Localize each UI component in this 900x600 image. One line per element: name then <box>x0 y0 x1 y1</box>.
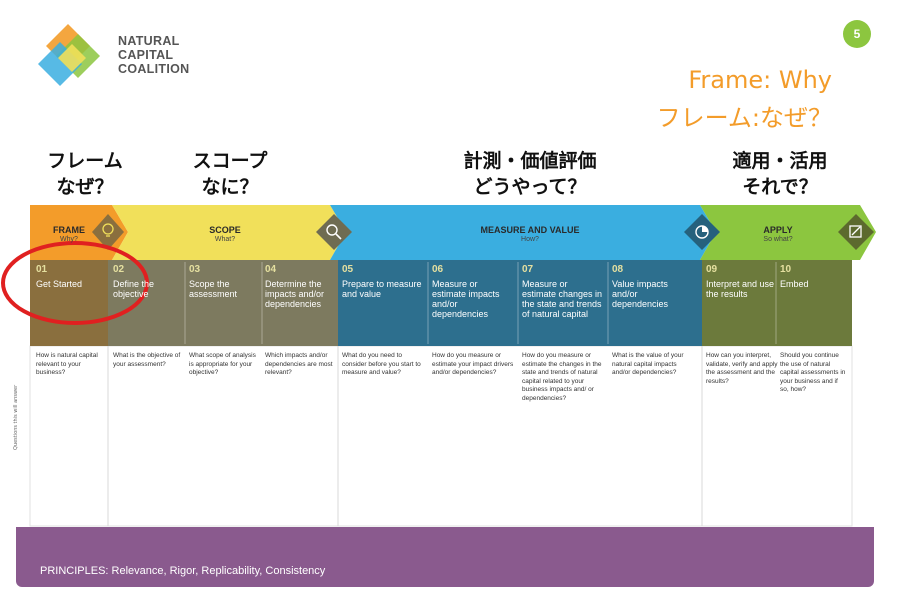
question-10: Should you continue the use of natural c… <box>780 352 846 393</box>
phase-heading-measure: 計測・価値評価どうやって？ <box>463 150 597 198</box>
magnifier-icon <box>316 214 352 250</box>
principles-text: PRINCIPLES: Relevance, Rigor, Replicabil… <box>40 565 326 577</box>
questions-area <box>29 345 853 527</box>
chart-icon <box>684 214 720 250</box>
step-band-frame <box>30 260 108 346</box>
phase-heading-frame: フレームなぜ？ <box>47 150 123 198</box>
question-02: What is the objective of your assessment… <box>113 352 181 368</box>
highlight-circle <box>1 241 149 325</box>
slide-title-en: Frame: Why <box>688 66 832 94</box>
question-09: How can you interpret, validate, verify … <box>706 352 778 385</box>
phase-heading-scope: スコープなに？ <box>192 150 268 198</box>
phase-heading-apply: 適用・活用それで？ <box>732 150 828 198</box>
question-01: How is natural capital relevant to your … <box>36 352 98 376</box>
principles-bar <box>16 527 874 587</box>
question-04: Which impacts and/or dependencies are mo… <box>265 352 333 376</box>
stage-measure-chevron <box>330 205 716 260</box>
logo-text: NATURAL CAPITAL COALITION <box>118 34 190 76</box>
page-number-badge: 5 <box>843 20 871 48</box>
question-07: How do you measure or estimate the chang… <box>522 352 602 402</box>
clipboard-icon <box>838 214 874 250</box>
question-05: What do you need to consider before you … <box>342 352 421 376</box>
question-03: What scope of analysis is appropriate fo… <box>189 352 256 376</box>
step-band-apply <box>702 260 852 346</box>
questions-side-label: Questions this will answer <box>13 384 19 450</box>
step-band-measure <box>338 260 702 346</box>
question-08: What is the value of your natural capita… <box>612 352 684 376</box>
lightbulb-icon <box>92 214 124 250</box>
stage-scope-chevron <box>112 205 346 260</box>
question-06: How do you measure or estimate your impa… <box>432 352 514 376</box>
stage-apply-chevron <box>700 205 876 260</box>
slide-title-ja: フレーム:なぜ？ <box>656 104 832 132</box>
natural-capital-coalition-logo: NATURAL CAPITAL COALITION <box>38 20 190 90</box>
logo-mark-icon <box>38 24 100 86</box>
